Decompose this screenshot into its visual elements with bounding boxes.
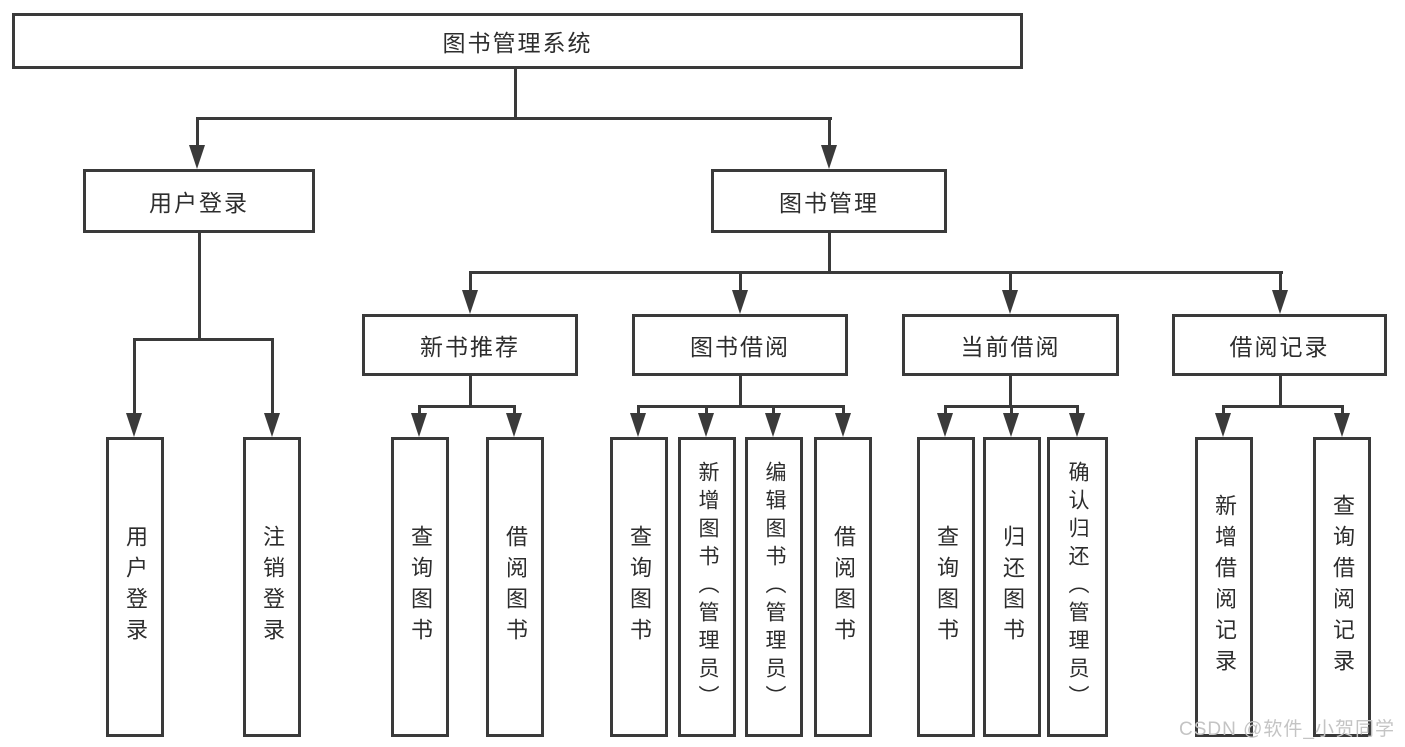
arrowhead [1272, 290, 1288, 314]
connector-line [1009, 271, 1012, 293]
connector-line [1222, 405, 1225, 416]
connector-line [196, 117, 832, 120]
node-book-borrowing: 图书借阅 [632, 314, 848, 376]
leaf-borrowing-edit-books-admin: 编辑图书（管理员） [745, 437, 803, 737]
leaf-user-login: 用户登录 [106, 437, 164, 737]
arrowhead [630, 413, 646, 437]
connector-line [842, 405, 845, 416]
arrowhead [1069, 413, 1085, 437]
arrowhead [1334, 413, 1350, 437]
arrowhead [732, 290, 748, 314]
arrowhead [1003, 413, 1019, 437]
node-book-management-system: 图书管理系统 [12, 13, 1023, 69]
arrowhead [835, 413, 851, 437]
connector-line [469, 271, 1283, 274]
arrowhead [411, 413, 427, 437]
leaf-borrowing-borrow-books: 借阅图书 [814, 437, 872, 737]
leaf-records-query-record: 查询借阅记录 [1313, 437, 1371, 737]
connector-line [469, 376, 472, 407]
node-user-login: 用户登录 [83, 169, 315, 233]
connector-line [739, 271, 742, 293]
connector-line [637, 405, 640, 416]
leaf-recommend-query-books: 查询图书 [391, 437, 449, 737]
connector-line [637, 405, 845, 408]
leaf-borrowing-query-books: 查询图书 [610, 437, 668, 737]
connector-line [1010, 405, 1013, 416]
node-book-management: 图书管理 [711, 169, 947, 233]
leaf-current-return-books: 归还图书 [983, 437, 1041, 737]
arrowhead [462, 290, 478, 314]
arrowhead [1215, 413, 1231, 437]
connector-line [469, 271, 472, 293]
connector-line [513, 405, 516, 416]
connector-line [1279, 271, 1282, 293]
csdn-watermark: CSDN @软件_小贺同学 [1179, 719, 1395, 740]
connector-line [1009, 376, 1012, 407]
node-current-borrowing: 当前借阅 [902, 314, 1119, 376]
connector-line [772, 405, 775, 416]
connector-line [198, 233, 201, 339]
leaf-borrowing-add-books-admin: 新增图书（管理员） [678, 437, 736, 737]
leaf-logout: 注销登录 [243, 437, 301, 737]
leaf-current-query-books: 查询图书 [917, 437, 975, 737]
connector-line [828, 117, 831, 147]
connector-line [271, 338, 274, 416]
connector-line [1279, 376, 1282, 407]
arrowhead [765, 413, 781, 437]
arrowhead [1002, 290, 1018, 314]
leaf-current-confirm-return-admin: 确认归还（管理员） [1047, 437, 1108, 737]
connector-line [196, 117, 199, 147]
node-new-book-recommend: 新书推荐 [362, 314, 578, 376]
arrowhead [821, 145, 837, 169]
connector-line [418, 405, 421, 416]
arrowhead [126, 413, 142, 437]
connector-line [133, 338, 274, 341]
connector-line [705, 405, 708, 416]
connector-line [828, 233, 831, 273]
leaf-recommend-borrow-books: 借阅图书 [486, 437, 544, 737]
connector-line [133, 338, 136, 416]
connector-line [1341, 405, 1344, 416]
connector-line [514, 66, 517, 118]
connector-line [1222, 405, 1344, 408]
arrowhead [937, 413, 953, 437]
leaf-records-add-record: 新增借阅记录 [1195, 437, 1253, 737]
arrowhead [506, 413, 522, 437]
arrowhead [264, 413, 280, 437]
arrowhead [189, 145, 205, 169]
node-borrowing-records: 借阅记录 [1172, 314, 1387, 376]
connector-line [739, 376, 742, 407]
connector-line [944, 405, 947, 416]
connector-line [418, 405, 516, 408]
connector-line [1076, 405, 1079, 416]
arrowhead [698, 413, 714, 437]
